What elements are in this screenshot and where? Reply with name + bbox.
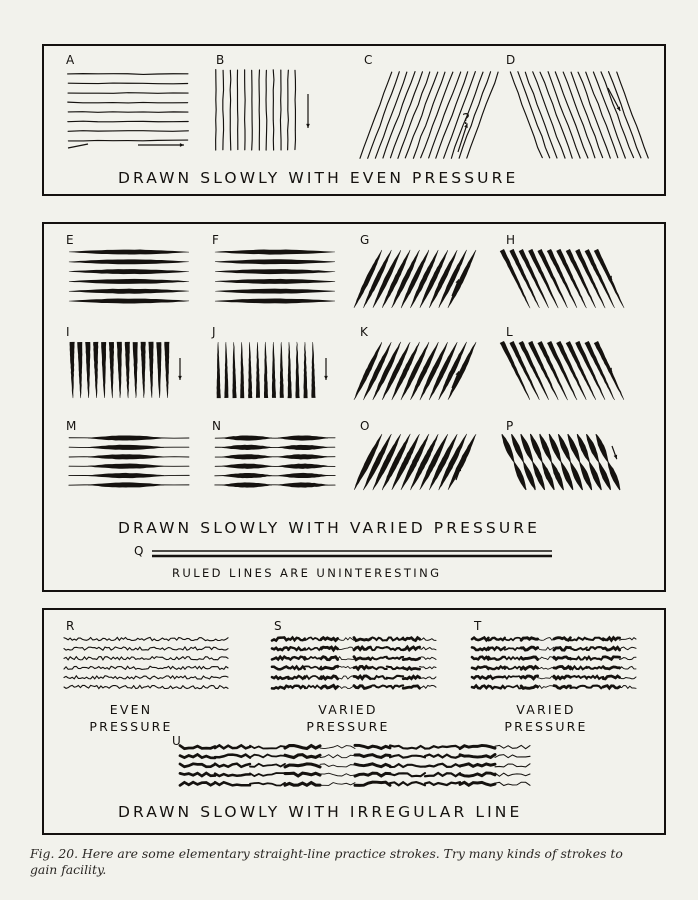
section-label-J: J <box>212 325 217 339</box>
ruled-lines-caption: RULED LINES ARE UNINTERESTING <box>172 566 442 580</box>
caption-line-2: PRESSURE <box>89 718 173 734</box>
stroke-block-K <box>352 338 478 406</box>
section-label-A: A <box>66 53 75 67</box>
stroke-block-J <box>214 340 332 402</box>
section-label-R: R <box>66 619 75 633</box>
stroke-block-U <box>178 742 532 788</box>
stroke-block-P <box>500 432 626 496</box>
section-label-O: O <box>360 419 370 433</box>
caption-line-2: PRESSURE <box>504 718 588 734</box>
section-label-G: G <box>360 233 370 247</box>
stroke-block-A <box>66 68 206 149</box>
section-label-N: N <box>212 419 222 433</box>
banner-varied-pressure: DRAWN SLOWLY WITH VARIED PRESSURE <box>118 519 541 537</box>
caption-line-1: VARIED <box>516 702 576 717</box>
section-label-L: L <box>506 325 514 339</box>
stroke-block-B <box>212 66 322 158</box>
banner-even-pressure: DRAWN SLOWLY WITH EVEN PRESSURE <box>118 169 519 187</box>
section-label-H: H <box>506 233 516 247</box>
stroke-block-F <box>214 248 336 306</box>
section-label-Q: Q <box>134 544 144 558</box>
stroke-block-E <box>68 248 190 306</box>
section-label-D: D <box>506 53 516 67</box>
stroke-block-R <box>62 634 232 694</box>
section-label-U: U <box>172 734 182 748</box>
stroke-block-Q <box>152 548 552 562</box>
stroke-block-N <box>214 434 336 490</box>
section-label-M: M <box>66 419 77 433</box>
caption-line-2: PRESSURE <box>306 718 390 734</box>
caption-line-1: EVEN <box>109 702 153 717</box>
section-label-C: C <box>364 53 373 67</box>
stroke-block-I <box>68 340 186 402</box>
section-label-T: T <box>474 619 482 633</box>
section-label-E: E <box>66 233 75 247</box>
stroke-block-O <box>352 432 478 496</box>
figure-caption: Fig. 20. Here are some elementary straig… <box>30 846 623 878</box>
question-mark-annotation: ? <box>462 110 471 128</box>
section-label-P: P <box>506 419 514 433</box>
banner-irregular-line: DRAWN SLOWLY WITH IRREGULAR LINE <box>118 803 523 821</box>
stroke-block-M <box>68 434 190 490</box>
section-label-B: B <box>216 53 225 67</box>
section-label-S: S <box>274 619 283 633</box>
caption-line-1: VARIED <box>318 702 378 717</box>
stroke-block-S <box>270 634 440 694</box>
section-label-I: I <box>66 325 71 339</box>
stroke-block-G <box>352 246 478 314</box>
panel-irregular-line <box>42 608 666 835</box>
panel-even-pressure <box>42 44 666 196</box>
section-label-K: K <box>360 325 369 339</box>
stroke-block-H <box>499 246 626 314</box>
stroke-block-L <box>499 338 626 406</box>
stroke-block-C <box>358 66 499 162</box>
section-label-F: F <box>212 233 220 247</box>
panel-varied-pressure <box>42 222 666 592</box>
stroke-block-D <box>508 66 649 162</box>
stroke-block-T <box>470 634 640 694</box>
